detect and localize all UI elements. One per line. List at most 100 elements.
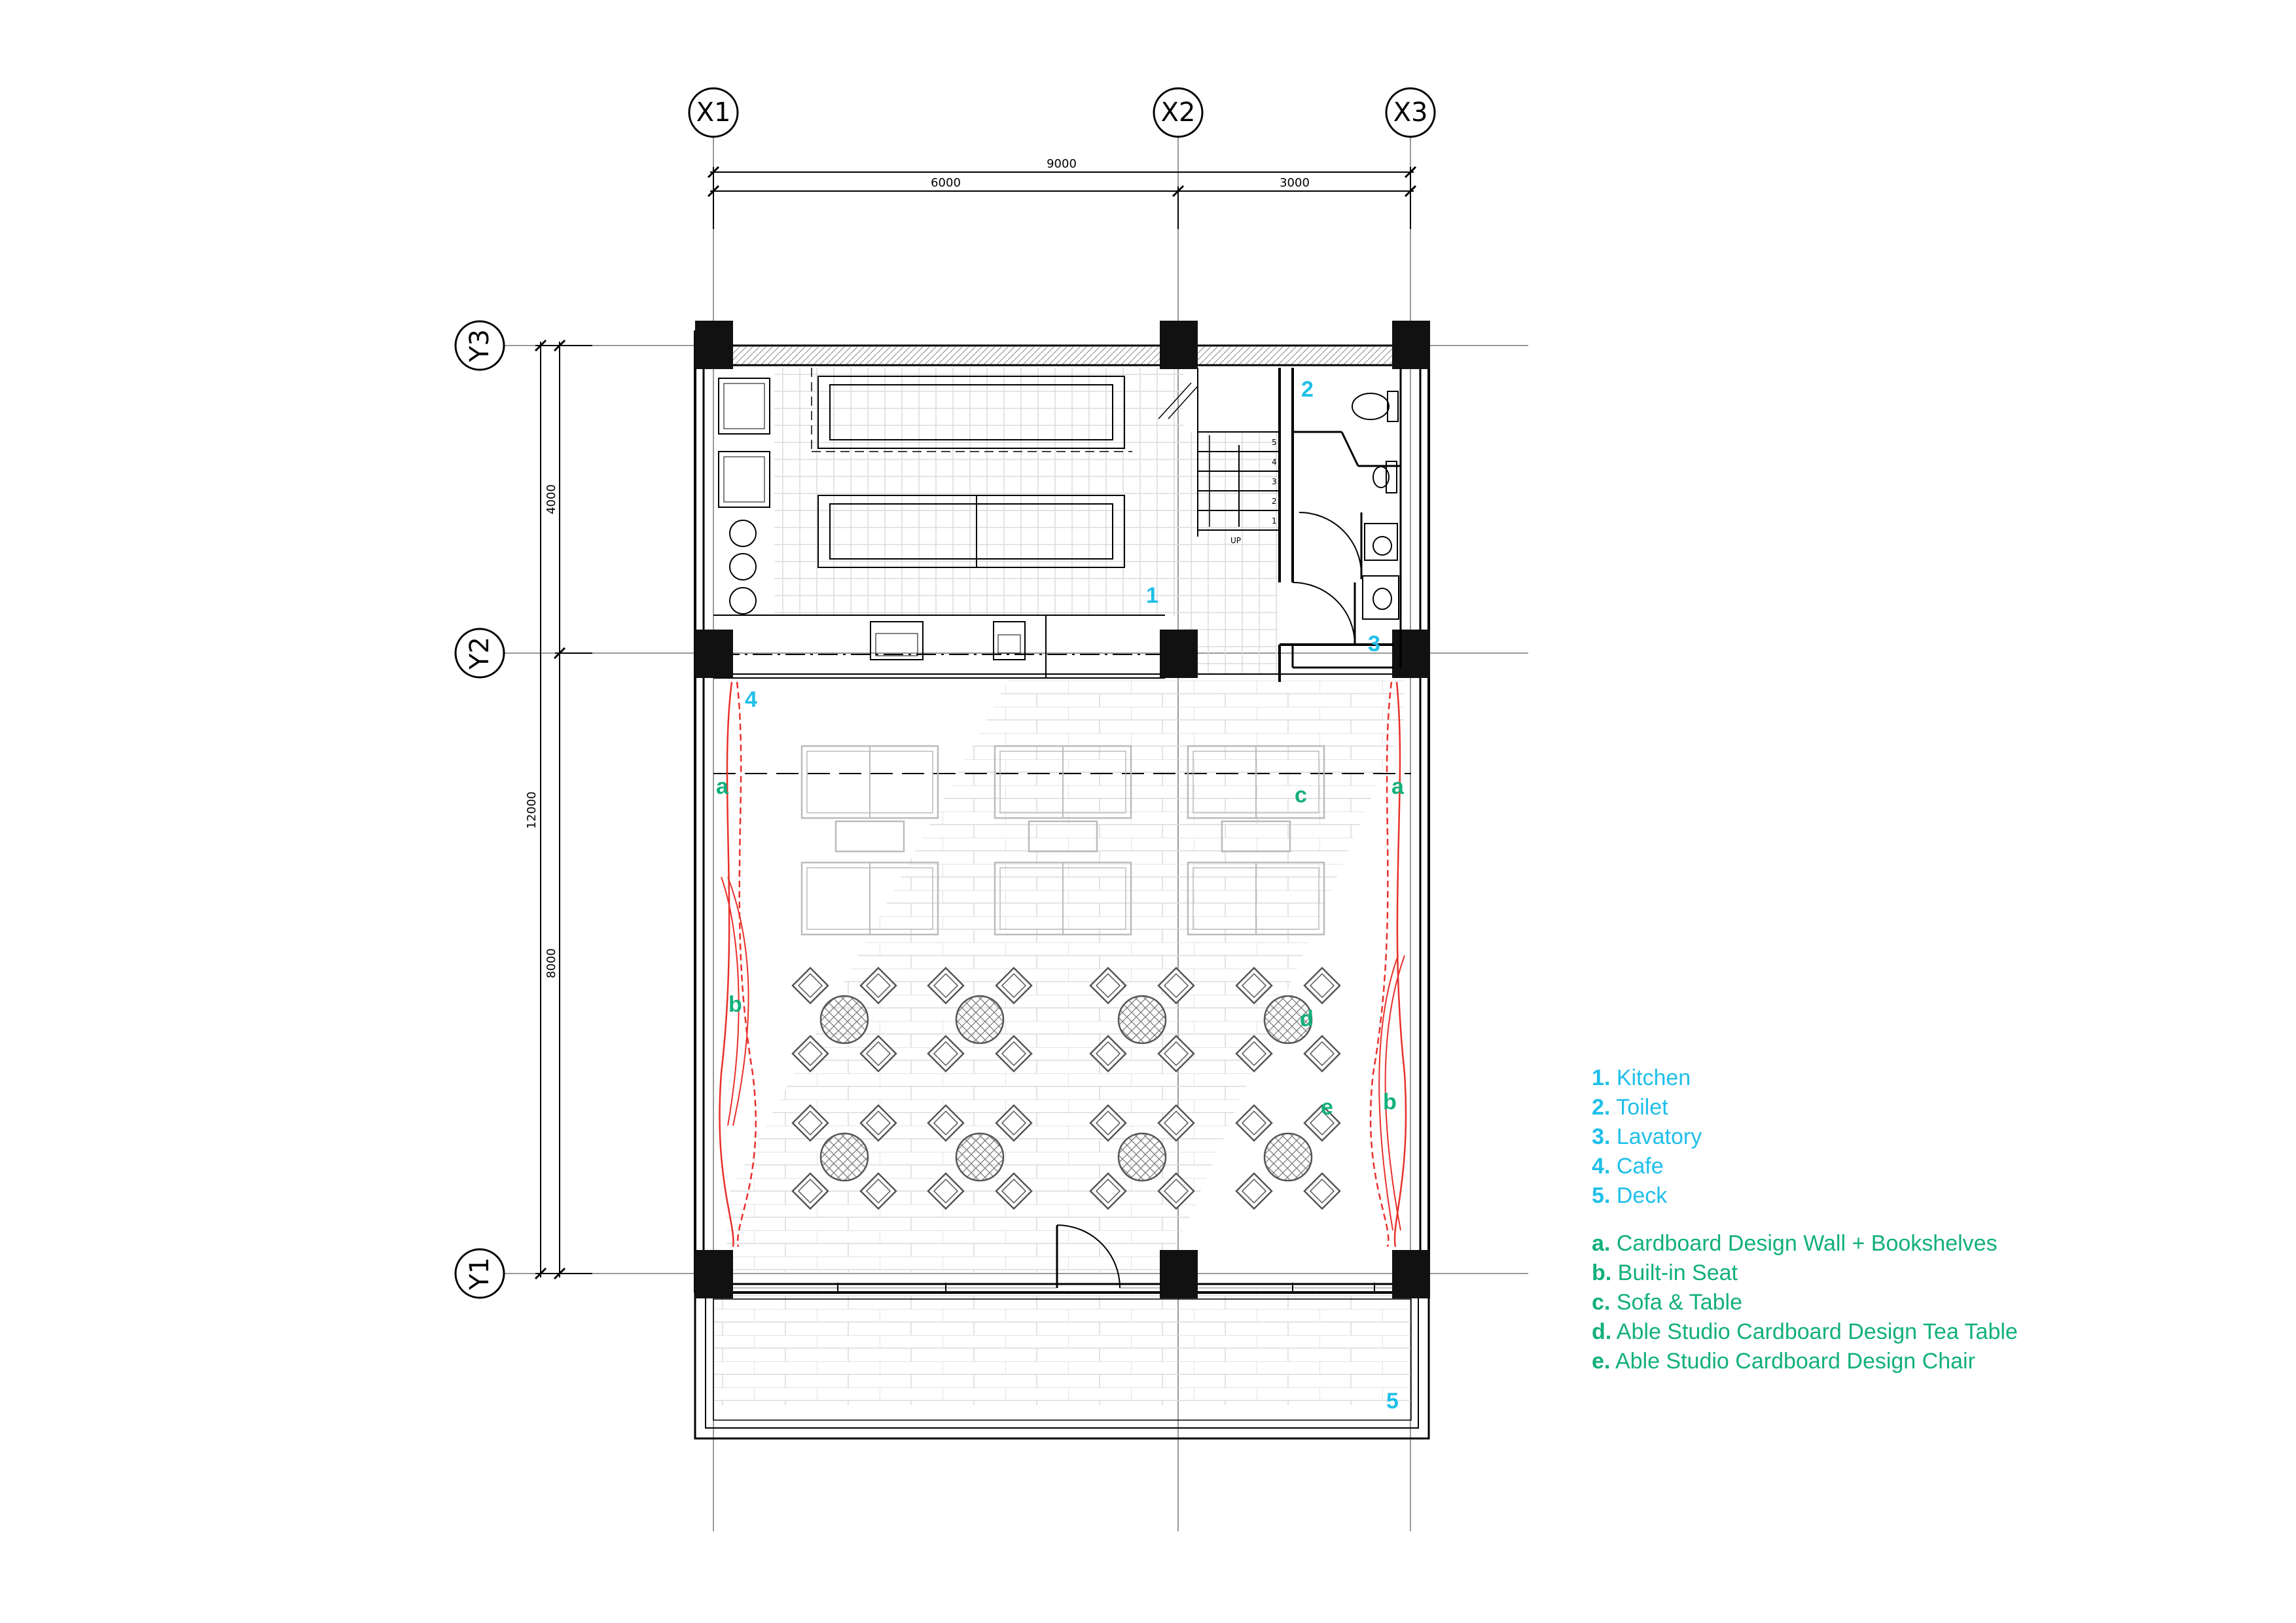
deck-railing — [694, 1283, 1430, 1440]
chair — [927, 967, 965, 1005]
tea-table-set — [1089, 967, 1195, 1073]
element-tag-tea-table: d — [1300, 1007, 1314, 1031]
legend-item-chair: e. Able Studio Cardboard Design Chair — [1592, 1349, 1975, 1374]
svg-text:Y2: Y2 — [465, 637, 495, 670]
entrance-door — [1056, 1224, 1121, 1289]
chair — [1157, 1104, 1195, 1142]
tea-table-groups — [791, 967, 1341, 1210]
svg-text:X2: X2 — [1161, 98, 1196, 128]
chair — [1089, 1104, 1127, 1142]
chair — [1089, 967, 1127, 1005]
room-tag-deck: 5 — [1386, 1389, 1399, 1414]
legend-item-cafe: 4. Cafe — [1592, 1154, 1664, 1179]
tea-table-set — [791, 1104, 897, 1210]
element-tag-chair: e — [1321, 1095, 1333, 1120]
dim-depth-bottom: 8000 — [545, 948, 558, 978]
dim-width-right: 3000 — [1280, 176, 1310, 190]
element-tag-seat-left: b — [728, 992, 742, 1017]
kitchen-partition — [713, 615, 1411, 679]
chair — [1303, 1172, 1341, 1210]
chair — [791, 1172, 829, 1210]
sofa — [1187, 745, 1325, 819]
kitchen-floor — [774, 368, 1278, 674]
legend-item-wall: a. Cardboard Design Wall + Bookshelves — [1592, 1231, 1998, 1256]
tea-table-set — [791, 967, 897, 1073]
dimension-lines-vertical: 12000 4000 8000 — [525, 339, 592, 1280]
chair — [1303, 1035, 1341, 1073]
legend-item-seat: b. Built-in Seat — [1592, 1260, 1738, 1285]
element-tag-wall-right: a — [1391, 774, 1405, 799]
grid-bubble-y2: Y2 — [454, 628, 505, 679]
chair — [1235, 1172, 1273, 1210]
tea-table — [955, 995, 1005, 1044]
stair: 5 4 3 2 1 UP — [1158, 368, 1280, 545]
element-tag-seat-right: b — [1383, 1090, 1397, 1115]
sofas — [800, 745, 1325, 936]
svg-text:X3: X3 — [1393, 98, 1428, 128]
dim-width-left: 6000 — [931, 176, 961, 190]
chair — [859, 967, 897, 1005]
kitchen-equipment — [718, 368, 1132, 660]
dimension-lines-horizontal: 9000 6000 3000 — [707, 157, 1417, 229]
toilet-fixture — [1352, 391, 1399, 620]
tea-table — [955, 1132, 1005, 1182]
chair — [1303, 967, 1341, 1005]
chair — [1157, 967, 1195, 1005]
chair — [1157, 1035, 1195, 1073]
tea-table — [1117, 1132, 1167, 1182]
legend-item-sofa: c. Sofa & Table — [1592, 1290, 1742, 1315]
chair — [995, 1172, 1033, 1210]
svg-text:2: 2 — [1272, 497, 1277, 506]
toilet-lavatory-walls — [1278, 368, 1402, 682]
coffee-table — [1028, 820, 1098, 853]
legend-item-toilet: 2. Toilet — [1592, 1095, 1668, 1120]
dim-overall-width: 9000 — [1047, 157, 1077, 171]
cafe-floor — [726, 681, 1405, 1274]
grid-bubble-x1: X1 — [688, 87, 739, 138]
tea-table — [1263, 1132, 1313, 1182]
chair — [1089, 1172, 1127, 1210]
svg-text:1: 1 — [1272, 516, 1277, 526]
deck-floor — [713, 1291, 1411, 1405]
chair — [995, 1104, 1033, 1142]
chair — [995, 1035, 1033, 1073]
dim-depth-top: 4000 — [545, 484, 558, 514]
chair — [1235, 967, 1273, 1005]
chair — [927, 1104, 965, 1142]
room-tag-toilet: 2 — [1301, 377, 1314, 402]
tea-table-set — [1089, 1104, 1195, 1210]
legend-item-kitchen: 1. Kitchen — [1592, 1065, 1691, 1090]
chair — [927, 1035, 965, 1073]
legend-item-tea-table: d. Able Studio Cardboard Design Tea Tabl… — [1592, 1319, 2018, 1344]
chair — [995, 967, 1033, 1005]
tea-table — [819, 1132, 869, 1182]
chair — [791, 1035, 829, 1073]
structural-columns — [695, 321, 1430, 1298]
tea-table — [1117, 995, 1167, 1044]
chair — [1235, 1035, 1273, 1073]
svg-text:5: 5 — [1272, 438, 1277, 447]
grid-bubble-x2: X2 — [1153, 87, 1204, 138]
legend: 1. Kitchen 2. Toilet 3. Lavatory 4. Cafe… — [1592, 1063, 2246, 1376]
chair — [791, 1104, 829, 1142]
element-tag-sofa: c — [1295, 783, 1307, 808]
chair — [859, 1035, 897, 1073]
tea-table-set — [1235, 967, 1341, 1073]
dim-overall-depth: 12000 — [525, 791, 539, 829]
coffee-table — [1221, 820, 1291, 853]
sofa — [800, 861, 939, 936]
room-tag-lavatory: 3 — [1368, 632, 1380, 656]
svg-text:Y3: Y3 — [465, 329, 495, 363]
curtain-left — [719, 681, 757, 1247]
sofa — [994, 745, 1132, 819]
room-tag-kitchen: 1 — [1146, 583, 1158, 608]
room-tag-cafe: 4 — [745, 687, 757, 712]
chair — [1235, 1104, 1273, 1142]
svg-text:X1: X1 — [696, 98, 731, 128]
tea-table-set — [927, 1104, 1033, 1210]
svg-text:Y1: Y1 — [465, 1257, 495, 1291]
chair — [927, 1172, 965, 1210]
grid-bubble-y3: Y3 — [454, 320, 505, 371]
tea-table-set — [1235, 1104, 1341, 1210]
